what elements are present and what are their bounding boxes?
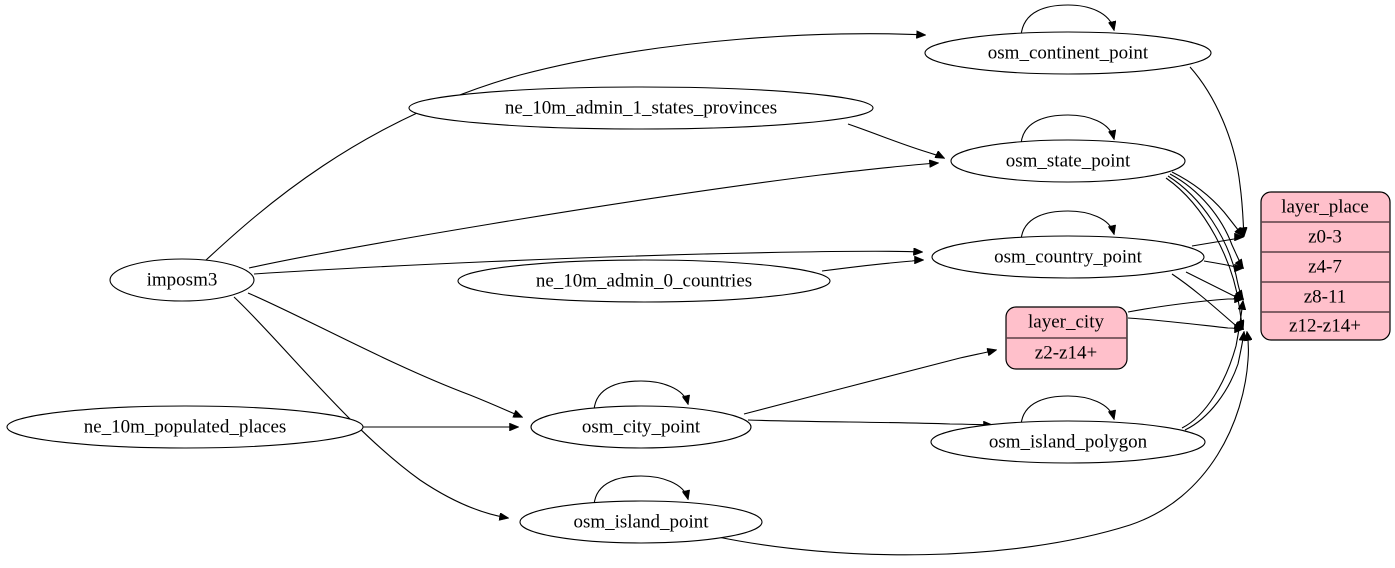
edge-osm_island_polygon-to-layer_place-z12-z14+	[1184, 332, 1244, 431]
node-label-ne_10m_admin_1_states_provinces: ne_10m_admin_1_states_provinces	[505, 97, 777, 118]
self-loop-osm_island_point	[593, 475, 688, 506]
record-row-layer_place-z8-11: z8-11	[1304, 286, 1347, 307]
self-loop-osm_state_point	[1020, 114, 1114, 145]
node-label-osm_country_point: osm_country_point	[994, 246, 1142, 267]
node-osm_island_polygon[interactable]: osm_island_polygon	[930, 420, 1206, 464]
node-layer: imposm3 ne_10m_admin_1_states_provinces …	[6, 31, 1212, 544]
record-row-layer_place-z4-7: z4-7	[1308, 256, 1342, 277]
node-label-imposm3: imposm3	[147, 269, 218, 290]
edge-imposm3-to-osm_continent_point	[204, 34, 925, 262]
edge-osm_continent_point-to-layer_place-z0-3	[1189, 66, 1244, 236]
node-shape-ne_10m_admin_1_states_provinces	[408, 86, 874, 130]
node-osm_state_point[interactable]: osm_state_point	[950, 139, 1186, 183]
node-shape-osm_continent_point	[924, 31, 1212, 75]
node-shape-ne_10m_populated_places	[6, 405, 364, 449]
edge-osm_city_point-to-osm_island_polygon	[747, 419, 992, 425]
node-osm_island_point[interactable]: osm_island_point	[519, 500, 763, 544]
edge-layer_city-to-layer_place-z8-11	[1127, 299, 1243, 313]
edge-ne_10m_admin_1_states_provinces-to-osm_state_point	[847, 123, 944, 158]
node-label-osm_state_point: osm_state_point	[1006, 150, 1131, 171]
node-imposm3[interactable]: imposm3	[109, 258, 255, 302]
record-row-layer_place-z0-3: z0-3	[1308, 226, 1342, 247]
node-osm_continent_point[interactable]: osm_continent_point	[924, 31, 1212, 75]
node-osm_city_point[interactable]: osm_city_point	[530, 405, 752, 449]
record-row-layer_place-z12-z14: z12-z14+	[1289, 315, 1361, 336]
node-shape-osm_state_point	[950, 139, 1186, 183]
edge-imposm3-to-osm_island_point	[233, 296, 508, 518]
node-label-osm_city_point: osm_city_point	[582, 416, 701, 437]
node-ne_10m_admin_1_states_provinces[interactable]: ne_10m_admin_1_states_provinces	[408, 86, 874, 130]
edge-osm_city_point-to-layer_city-z2-z14+	[743, 350, 996, 415]
node-label-ne_10m_populated_places: ne_10m_populated_places	[84, 416, 287, 437]
node-shape-osm_island_polygon	[930, 420, 1206, 464]
record-row-layer_place-header: layer_place	[1281, 196, 1369, 217]
node-label-osm_continent_point: osm_continent_point	[988, 42, 1149, 63]
edge-osm_state_point-to-layer_place-z4-7	[1169, 173, 1243, 268]
self-loop-osm_city_point	[593, 380, 688, 411]
node-ne_10m_populated_places[interactable]: ne_10m_populated_places	[6, 405, 364, 449]
record-box-layer_place	[1260, 191, 1391, 341]
node-label-osm_island_point: osm_island_point	[573, 511, 709, 532]
node-shape-osm_city_point	[530, 405, 752, 449]
record-row-layer_city-z2-z14: z2-z14+	[1035, 342, 1097, 363]
edge-layer_city-to-layer_place-z12-z14+	[1127, 317, 1243, 329]
record-row-layer_city-header: layer_city	[1028, 311, 1104, 332]
node-label-osm_island_polygon: osm_island_polygon	[989, 431, 1148, 452]
record-node-layer_city[interactable]: layer_city z2-z14+	[1005, 306, 1128, 370]
edge-osm_country_point-to-layer_place-z0-3	[1191, 237, 1243, 247]
self-loop-osm_country_point	[1020, 210, 1114, 241]
node-ne_10m_admin_0_countries[interactable]: ne_10m_admin_0_countries	[457, 259, 831, 303]
edge-osm_country_point-to-layer_place-z4-7	[1203, 260, 1243, 268]
edge-layer	[204, 4, 1248, 556]
edge-osm_island_point-to-layer_place-z12-z14+	[717, 332, 1248, 556]
self-loop-osm_island_polygon	[1020, 395, 1114, 426]
edge-imposm3-to-osm_city_point	[247, 292, 522, 417]
edge-imposm3-to-osm_country_point	[253, 251, 922, 275]
node-shape-imposm3	[109, 258, 255, 302]
node-label-ne_10m_admin_0_countries: ne_10m_admin_0_countries	[536, 270, 752, 291]
self-loop-osm_continent_point	[1020, 4, 1114, 37]
node-shape-osm_country_point	[931, 235, 1205, 279]
edge-osm_state_point-to-layer_place-z0-3	[1171, 171, 1243, 236]
edge-osm_country_point-to-layer_place-z8-11	[1185, 271, 1243, 299]
node-shape-osm_island_point	[519, 500, 763, 544]
record-node-layer_place[interactable]: layer_place z0-3 z4-7 z8-11 z12-z14+	[1260, 191, 1391, 341]
edge-imposm3-to-osm_state_point	[248, 163, 938, 269]
edge-ne_10m_admin_0_countries-to-osm_country_point	[821, 260, 923, 272]
node-osm_country_point[interactable]: osm_country_point	[931, 235, 1205, 279]
node-shape-ne_10m_admin_0_countries	[457, 259, 831, 303]
edge-osm_island_polygon-to-layer_place-z8-11	[1181, 301, 1243, 429]
